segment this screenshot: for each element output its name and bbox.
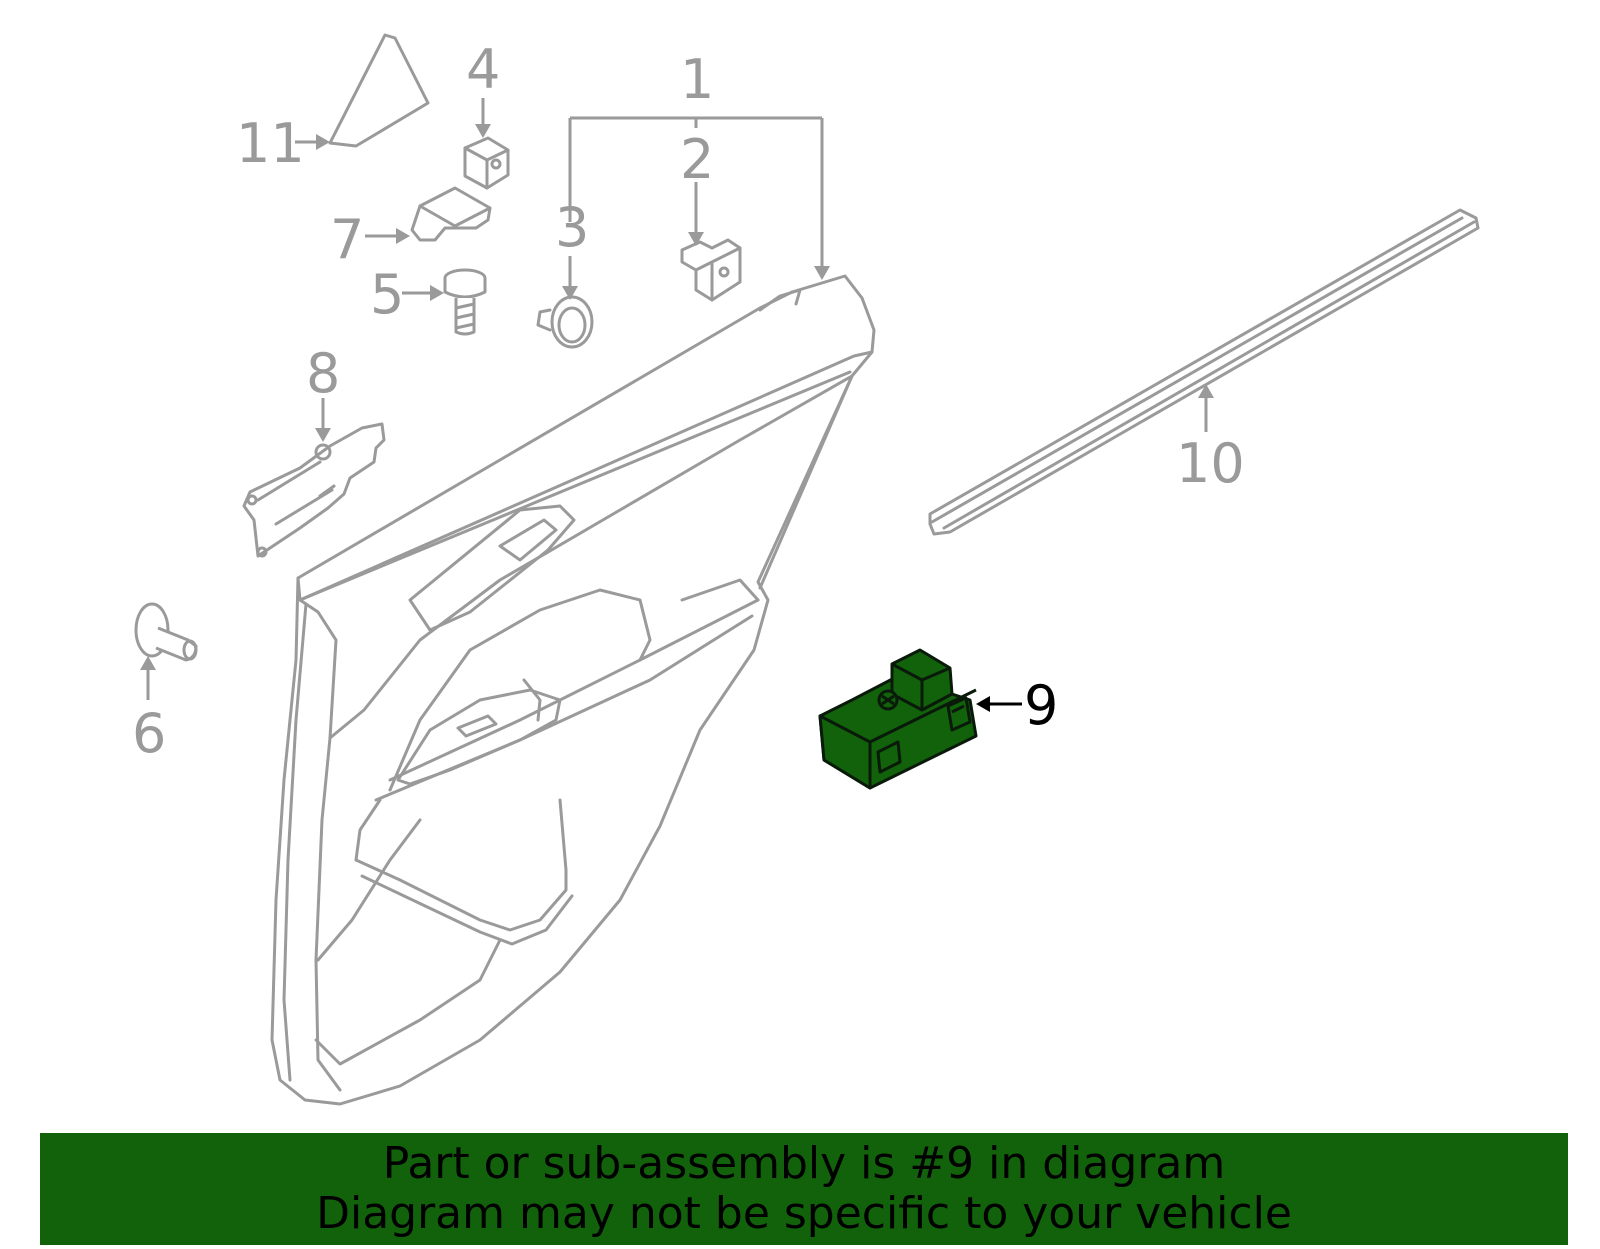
- callout-8: 8: [306, 342, 340, 442]
- callout-3-label: 3: [555, 196, 589, 259]
- callout-1-2-bracket: 1: [568, 48, 830, 280]
- part-7-bracket[interactable]: [410, 186, 492, 242]
- callout-7: 7: [330, 208, 410, 271]
- part-5-screw[interactable]: [443, 268, 487, 336]
- part-2-retainer[interactable]: [680, 238, 742, 302]
- callout-5-label: 5: [370, 263, 404, 326]
- callout-1-label: 1: [680, 48, 714, 111]
- callout-10: 10: [1176, 384, 1245, 495]
- callout-11-label: 11: [236, 112, 305, 175]
- banner-line-2: Diagram may not be specific to your vehi…: [316, 1188, 1292, 1239]
- callout-3: 3: [555, 196, 589, 300]
- part-6-push-clip[interactable]: [134, 602, 198, 662]
- part-10-belt-weatherstrip[interactable]: [928, 208, 1480, 536]
- callout-9: 9: [976, 674, 1058, 737]
- callout-7-label: 7: [330, 208, 364, 271]
- banner-line-1: Part or sub-assembly is #9 in diagram: [382, 1138, 1226, 1189]
- callout-11: 11: [236, 112, 330, 175]
- callout-4: 4: [466, 38, 500, 138]
- callout-10-label: 10: [1176, 432, 1245, 495]
- callout-6-label: 6: [132, 702, 166, 765]
- callout-9-label: 9: [1024, 674, 1058, 737]
- info-banner: Part or sub-assembly is #9 in diagram Di…: [40, 1133, 1568, 1245]
- callout-4-label: 4: [466, 38, 500, 101]
- part-4-clip[interactable]: [463, 136, 510, 190]
- part-8-handle-bracket[interactable]: [242, 422, 386, 558]
- callout-8-label: 8: [306, 342, 340, 405]
- callout-6: 6: [132, 656, 166, 765]
- callout-5: 5: [370, 263, 444, 326]
- callout-2: 2: [680, 128, 714, 246]
- part-1-door-trim-panel[interactable]: [270, 274, 876, 1106]
- callout-2-label: 2: [680, 128, 714, 191]
- switch-screw-icon: [877, 689, 899, 711]
- part-3-grommet[interactable]: [536, 295, 594, 349]
- part-11-trim-piece[interactable]: [328, 33, 430, 148]
- part-9-window-switch[interactable]: [818, 648, 978, 790]
